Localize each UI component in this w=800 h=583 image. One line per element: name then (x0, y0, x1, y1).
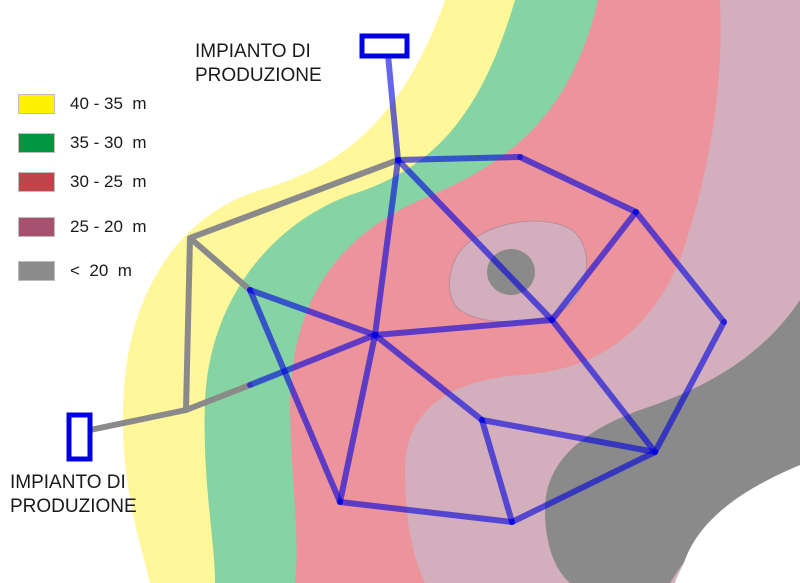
plant-left-label-line2: PRODUZIONE (10, 496, 137, 517)
grey-network (87, 157, 401, 433)
legend-label: 25 - 20 m (70, 217, 147, 236)
blue-network (247, 52, 727, 525)
legend-swatch (18, 133, 55, 153)
plant-top-label-line2: PRODUZIONE (195, 65, 322, 86)
legend-item-35-30: 35 - 30 m (18, 131, 147, 155)
grey-pipe-5 (183, 382, 253, 413)
legend-swatch (18, 172, 55, 192)
legend-label: 40 - 35 m (70, 94, 147, 113)
grey-pipe-4 (187, 235, 253, 293)
grey-pipe-3 (87, 407, 189, 433)
grey-pipe-1 (187, 157, 401, 241)
pipe-14 (337, 332, 378, 505)
pipe-5 (509, 449, 658, 525)
pipe-8 (247, 287, 378, 338)
legend-item-30-25: 30 - 25 m (18, 170, 147, 194)
plant-top-marker (359, 33, 410, 59)
legend-swatch (18, 94, 55, 114)
white-lowland (675, 465, 800, 583)
pipe-2 (517, 154, 639, 215)
plant-top-label: IMPIANTO DI PRODUZIONE (195, 40, 322, 88)
legend-item-25-20: 25 - 20 m (18, 215, 147, 239)
pipe-18 (247, 332, 378, 388)
pipe-top-plant (385, 52, 401, 163)
basin-below-20 (487, 249, 535, 295)
pipe-9 (372, 157, 401, 338)
plant-left-label: IMPIANTO DI PRODUZIONE (10, 471, 137, 519)
legend-swatch (18, 217, 55, 237)
legend-label: 30 - 25 m (70, 172, 147, 191)
pipe-4 (652, 319, 727, 455)
legend-label: 35 - 30 m (70, 133, 147, 152)
pipe-3 (633, 209, 727, 325)
pipe-6 (337, 499, 515, 525)
plant-left-marker (66, 412, 93, 462)
pipe-11 (372, 317, 555, 338)
pipe-13 (549, 317, 658, 455)
plant-top-label-line1: IMPIANTO DI (195, 41, 311, 62)
pipe-12 (549, 209, 639, 323)
legend-swatch (18, 261, 55, 281)
pipe-1 (395, 154, 523, 163)
pipe-7 (247, 287, 343, 505)
pipe-15 (372, 332, 485, 423)
legend-label: < 20 m (70, 261, 132, 280)
grey-pipe-2 (183, 235, 193, 413)
plant-left-label-line1: IMPIANTO DI (10, 472, 126, 493)
pipe-16 (479, 417, 658, 455)
pipe-17 (479, 417, 515, 525)
pipe-10 (395, 157, 555, 323)
legend-item-below-20: < 20 m (18, 259, 132, 283)
legend-item-40-35: 40 - 35 m (18, 92, 147, 116)
